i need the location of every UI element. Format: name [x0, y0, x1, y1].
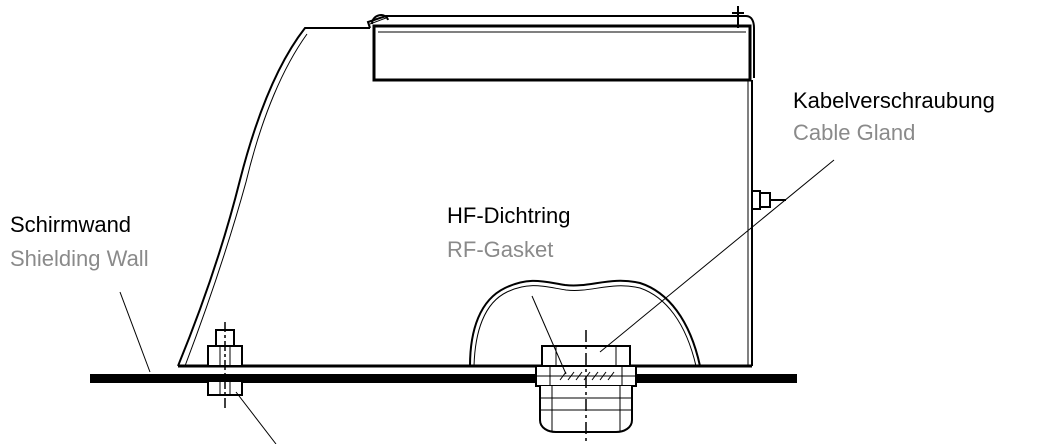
leader-bolt [235, 391, 277, 444]
label-cable-gland-en: Cable Gland [793, 120, 916, 145]
cable-gland [535, 330, 637, 442]
leader-cable-gland [599, 159, 835, 353]
enclosure-lid [366, 15, 755, 82]
label-cable-gland-de: Kabelverschraubung [793, 88, 995, 113]
label-rf-gasket-en: RF-Gasket [447, 237, 554, 262]
side-screw [751, 190, 786, 210]
cable-bundle [469, 279, 701, 367]
cable-bundle-inner [473, 285, 697, 367]
lid-hinge [371, 14, 389, 25]
mounting-bolt [207, 322, 243, 410]
enclosure-body-rear [184, 33, 308, 367]
enclosure-body [177, 27, 370, 367]
label-rf-gasket-de: HF-Dichtring [447, 203, 571, 228]
leader-rf-gasket [531, 295, 567, 375]
lid-screw [732, 6, 744, 28]
shielding-wall-plate [90, 374, 797, 383]
leader-shielding-wall [119, 291, 151, 373]
label-shielding-wall-de: Schirmwand [10, 212, 132, 237]
label-shielding-wall-en: Shielding Wall [10, 246, 149, 271]
